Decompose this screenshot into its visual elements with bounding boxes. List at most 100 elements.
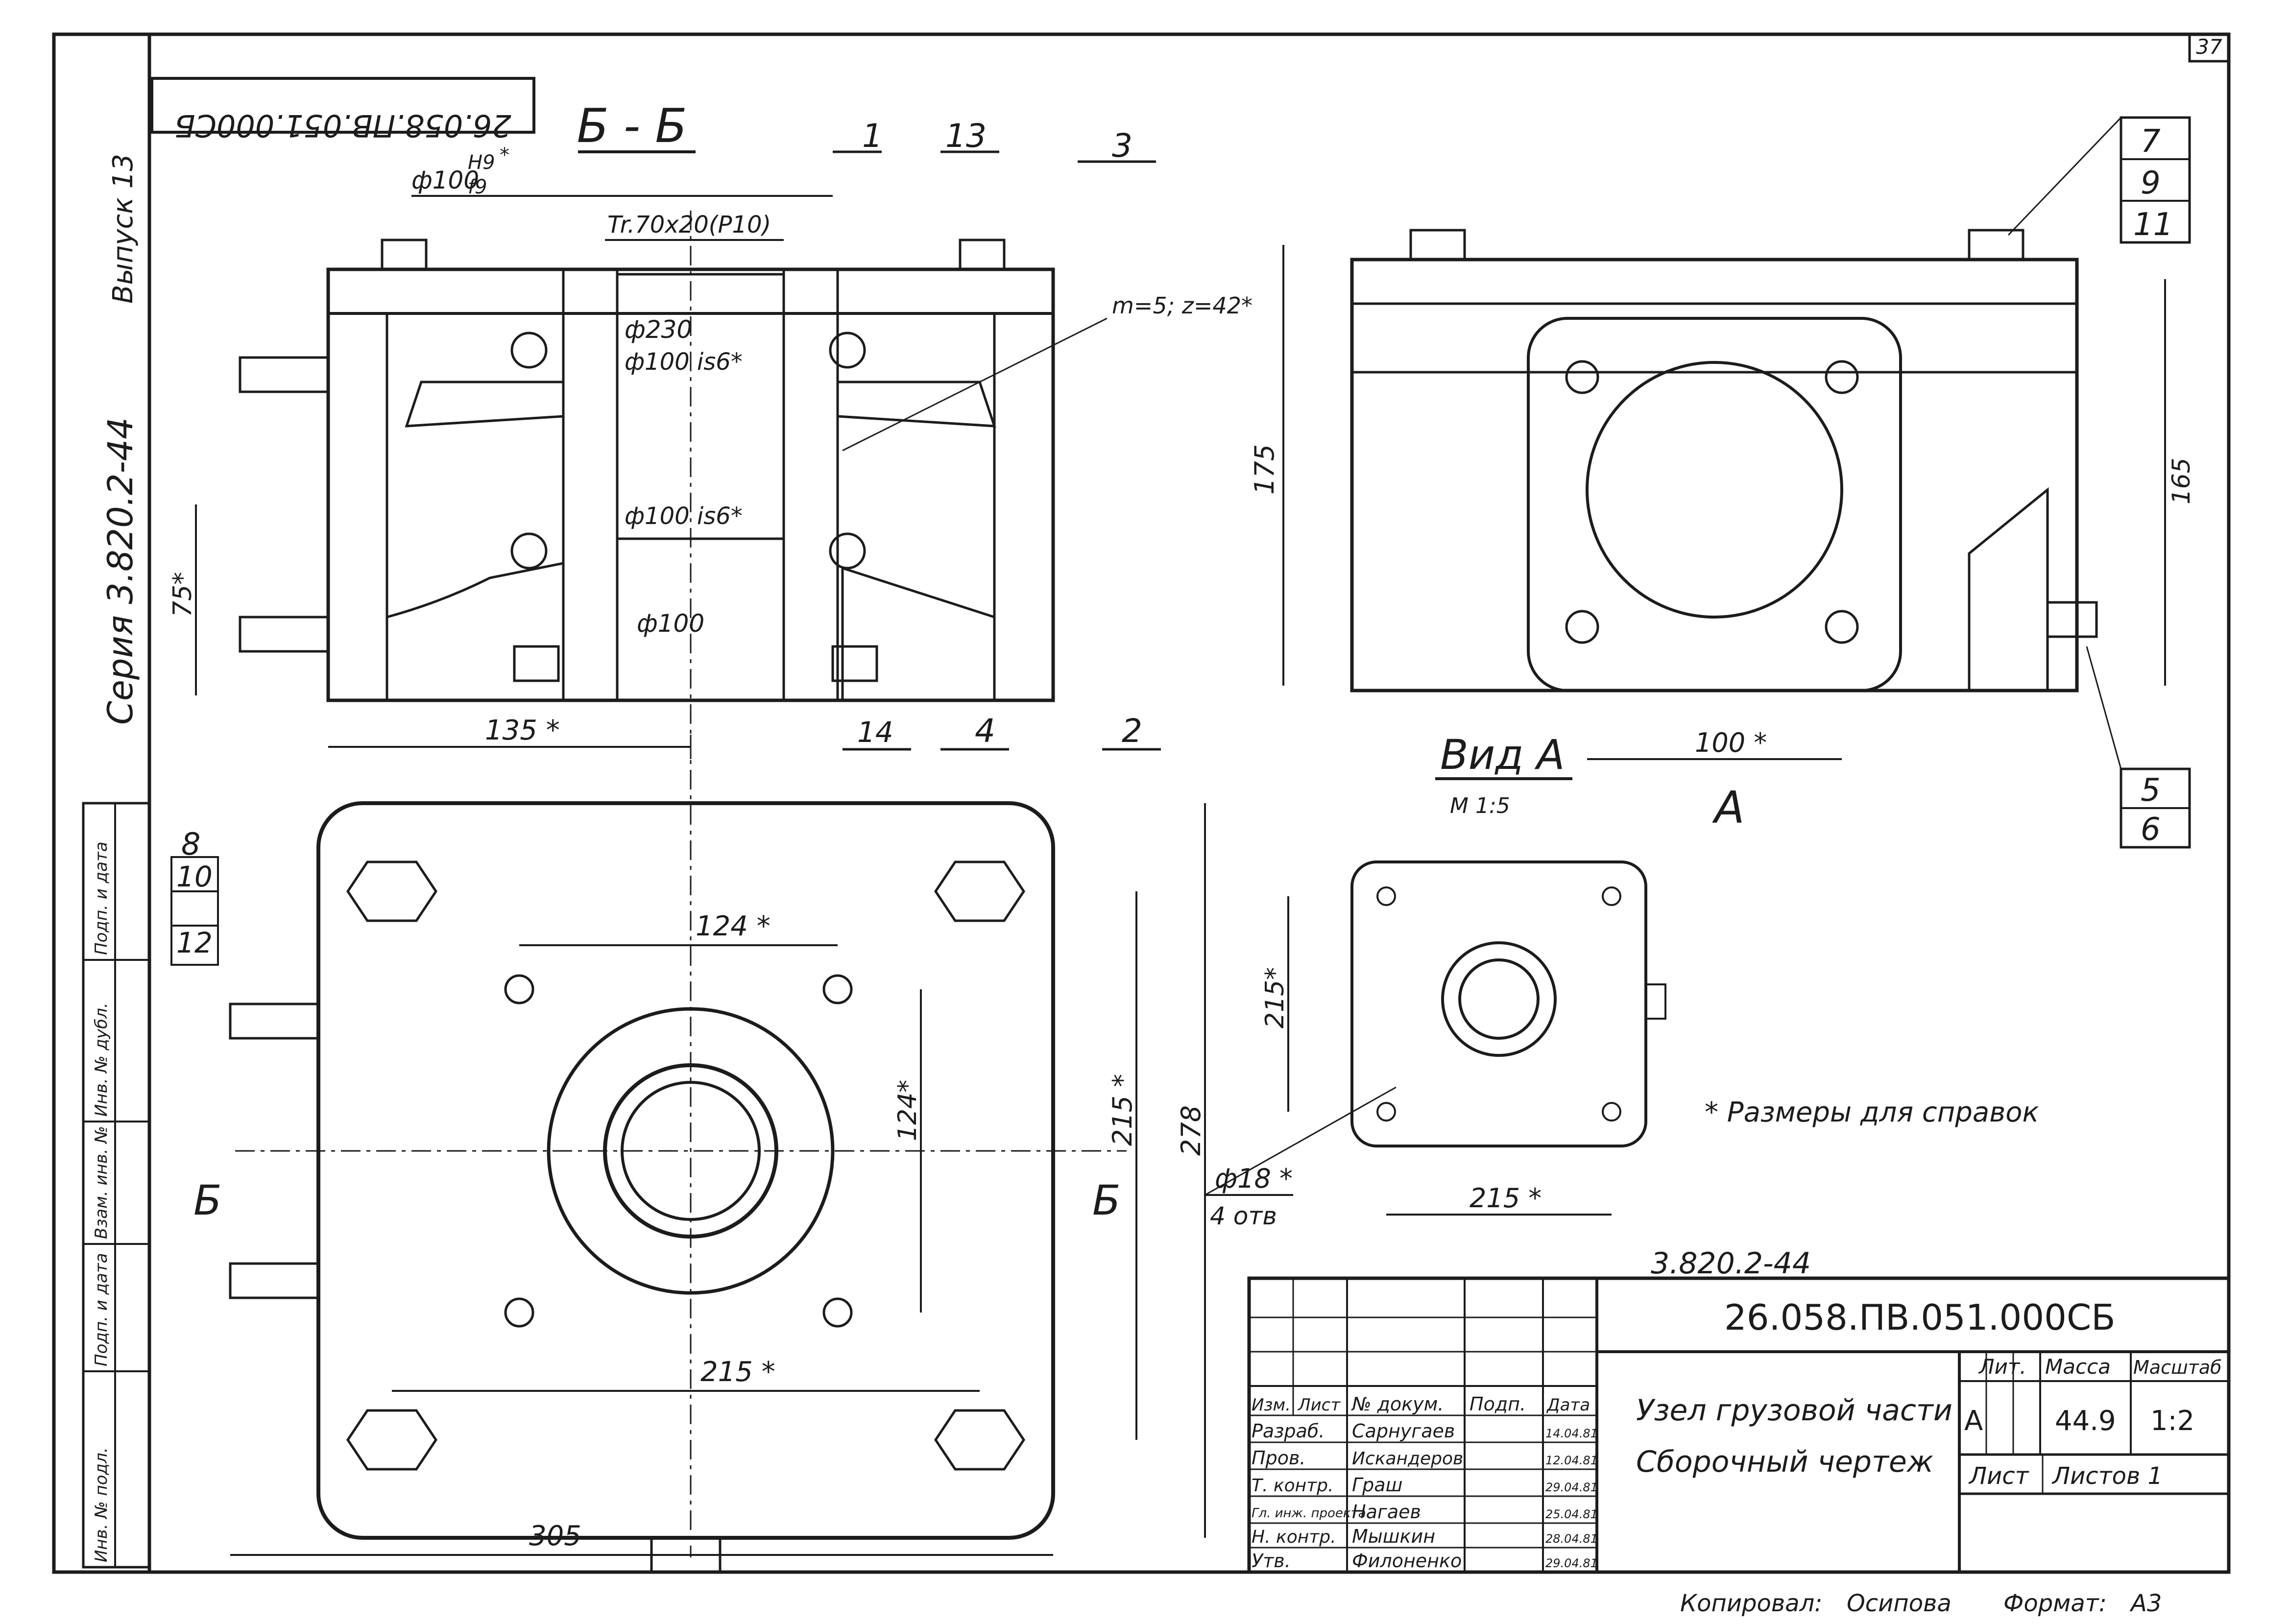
tb-header-sheet: Лист: [1297, 1395, 1341, 1415]
dim-w100: 100 *: [1695, 727, 1767, 758]
plan-dim-h124: 124*: [893, 1080, 922, 1141]
stamp-inv-dup: Инв. № дубл.: [92, 1003, 111, 1117]
callout-8: 8: [181, 826, 200, 862]
tb-row: Утв. Филоненко 29.04.81: [1252, 1550, 1598, 1572]
callout-1: 1: [862, 117, 883, 155]
tb-scale-value: 1:2: [2150, 1405, 2194, 1437]
footer-copied-label: Копировал:: [1680, 1590, 1822, 1617]
tb-row: Н. контр. Мышкин 28.04.81: [1252, 1526, 1598, 1547]
stamp-inv-orig: Инв. № подл.: [92, 1447, 111, 1562]
tb-date: 29.04.81: [1545, 1556, 1598, 1570]
tb-name: Филоненко: [1352, 1550, 1462, 1572]
tb-name: Искандеров: [1352, 1449, 1463, 1469]
section-title: Б - Б: [577, 99, 687, 153]
dim-d100-is6-a: ф100 is6*: [625, 348, 743, 376]
tb-row: Разраб. Сарнугаев 14.04.81: [1252, 1420, 1598, 1442]
tb-name: Сарнугаев: [1352, 1420, 1455, 1442]
footer: Копировал: Осипова Формат: А3: [1680, 1590, 2162, 1617]
tb-header-date: Дата: [1546, 1395, 1590, 1415]
tb-date: 12.04.81: [1545, 1454, 1598, 1467]
side-view: 175 165 100 * А 7 9 11 5 6: [1249, 116, 2195, 849]
callout-13: 13: [945, 117, 987, 155]
section-mark-left: Б: [193, 1176, 222, 1224]
dim-w135: 135 *: [485, 715, 560, 746]
dim-thread: Tr.70x20(P10): [607, 211, 771, 239]
dim-d100-label: ф100: [411, 166, 479, 194]
stamp-replaced-inv: Взам. инв. №: [92, 1126, 111, 1239]
tb-sheet-label: Лист: [1968, 1462, 2030, 1490]
tb-row: Т. контр. Граш 29.04.81: [1252, 1474, 1598, 1496]
series-label: Серия 3.820.2-44: [100, 417, 141, 725]
tb-date: 25.04.81: [1545, 1507, 1598, 1521]
tb-row: Пров. Искандеров 12.04.81: [1252, 1447, 1598, 1469]
callout-9: 9: [2141, 165, 2161, 201]
tb-date: 29.04.81: [1545, 1481, 1598, 1494]
dim-asterisk: *: [500, 144, 509, 167]
title-block: 3.820.2-44 Изм. Лист № докум. Подп. Дата: [1247, 1246, 2231, 1574]
plan-dim-w305: 305: [529, 1520, 581, 1552]
tb-name: Нагаев: [1352, 1501, 1421, 1523]
callout-4: 4: [975, 712, 995, 750]
callout-2: 2: [1122, 712, 1142, 750]
tb-scale-label: Масштаб: [2133, 1357, 2222, 1378]
tb-doc-code: 26.058.ПВ.051.000СБ: [1724, 1297, 2116, 1338]
tb-role: Разраб.: [1252, 1420, 1325, 1442]
plan-dim-h215: 215 *: [1107, 1074, 1138, 1146]
section-mark-right: Б: [1092, 1176, 1121, 1224]
doc-code-top: 26.058.ПВ.051.000СБ: [174, 108, 511, 143]
dim-d100-bottom: ф100: [637, 609, 704, 638]
stamp-sign-date-1: Подп. и дата: [92, 1253, 111, 1366]
issue-label: Выпуск 13: [107, 154, 139, 304]
footer-format-value: А3: [2129, 1590, 2162, 1617]
callout-11: 11: [2133, 207, 2173, 243]
series-code: 3.820.2-44: [1651, 1246, 1811, 1281]
callout-12: 12: [176, 926, 213, 959]
callout-5: 5: [2141, 772, 2161, 809]
tb-header-doc: № докум.: [1351, 1393, 1444, 1415]
view-a-title: Вид А: [1440, 731, 1565, 779]
tb-role: Пров.: [1252, 1447, 1305, 1469]
tb-role: Гл. инж. проекта: [1252, 1506, 1366, 1521]
page-number: 37: [2196, 35, 2222, 59]
stamp-sign-date-2: Подп. и дата: [92, 841, 111, 955]
section-view-bb: Б - Б ф100: [168, 99, 1253, 764]
plan-dim-w124: 124 *: [696, 910, 771, 942]
footer-format-label: Формат:: [2003, 1590, 2107, 1617]
view-a-dim-hole: ф18 *: [1215, 1163, 1293, 1194]
tb-name: Граш: [1352, 1474, 1402, 1496]
tb-mass-label: Масса: [2045, 1355, 2111, 1379]
tb-mass-value: 44.9: [2055, 1405, 2116, 1437]
dim-module: m=5; z=42*: [1112, 292, 1253, 319]
tb-header-rev: Изм.: [1252, 1395, 1291, 1415]
callout-6: 6: [2141, 812, 2161, 848]
view-a-scale: М 1:5: [1450, 793, 1510, 818]
tb-role: Утв.: [1252, 1550, 1291, 1572]
tb-lit-label: Лит.: [1978, 1355, 2026, 1379]
view-a-dim-w215: 215 *: [1470, 1183, 1542, 1214]
tb-name: Мышкин: [1352, 1526, 1435, 1547]
view-a: Вид А М 1:5 215* 215 * ф18 * 4 отв: [1205, 731, 1666, 1230]
callout-7: 7: [2141, 123, 2161, 160]
dim-d100-is6-b: ф100 is6*: [625, 502, 743, 530]
plan-dim-h278: 278: [1176, 1105, 1206, 1156]
left-stamp: Инв. № подл. Подп. и дата Взам. инв. № И…: [82, 802, 151, 1569]
dim-d230: ф230: [625, 315, 692, 344]
callout-10: 10: [176, 860, 213, 893]
dim-fit-f9: f9: [468, 176, 487, 198]
tb-name-line1: Узел грузовой части: [1636, 1393, 1952, 1428]
footer-copied-by: Осипова: [1847, 1590, 1952, 1617]
doc-code-box-top: 26.058.ПВ.051.000СБ: [150, 77, 535, 143]
view-a-dim-holes-count: 4 отв: [1210, 1202, 1277, 1230]
dim-h165: 165: [2167, 458, 2195, 504]
dim-fit-h9: H9: [468, 151, 495, 174]
plan-view: 124 * 124* 215 * 278 215 * 305 Б Б 8 10 …: [170, 735, 1206, 1574]
plan-dim-w215: 215 *: [700, 1356, 775, 1388]
view-a-dim-h215: 215*: [1260, 967, 1290, 1028]
tb-date: 14.04.81: [1545, 1427, 1598, 1440]
tb-sheets-label: Листов 1: [2051, 1462, 2163, 1490]
tb-lit-value: А: [1964, 1405, 1983, 1437]
tb-header-sign: Подп.: [1470, 1393, 1526, 1415]
tb-name-line2: Сборочный чертеж: [1636, 1445, 1933, 1479]
view-arrow-a: А: [1712, 782, 1745, 834]
